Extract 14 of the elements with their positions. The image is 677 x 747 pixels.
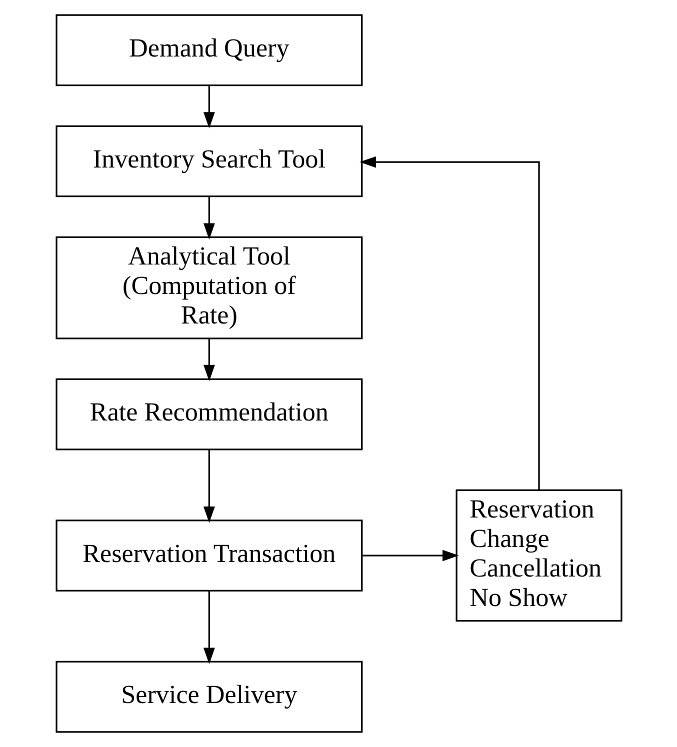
node-box: Service Delivery (55, 660, 362, 733)
arrow (359, 156, 540, 490)
node-box: Inventory Search Tool (55, 125, 362, 198)
node-box: Rate Recommendation (55, 378, 362, 450)
arrow (202, 196, 214, 240)
node-box: Demand Query (55, 14, 362, 86)
node-box: Reservation Change Cancellation No Show (455, 489, 622, 622)
arrow (362, 550, 458, 562)
arrow (202, 591, 214, 664)
arrow (202, 85, 214, 128)
node-box: Analytical Tool (Computation of Rate) (55, 236, 362, 340)
arrow (202, 450, 214, 523)
node-box: Reservation Transaction (55, 520, 362, 592)
arrow (202, 338, 214, 382)
